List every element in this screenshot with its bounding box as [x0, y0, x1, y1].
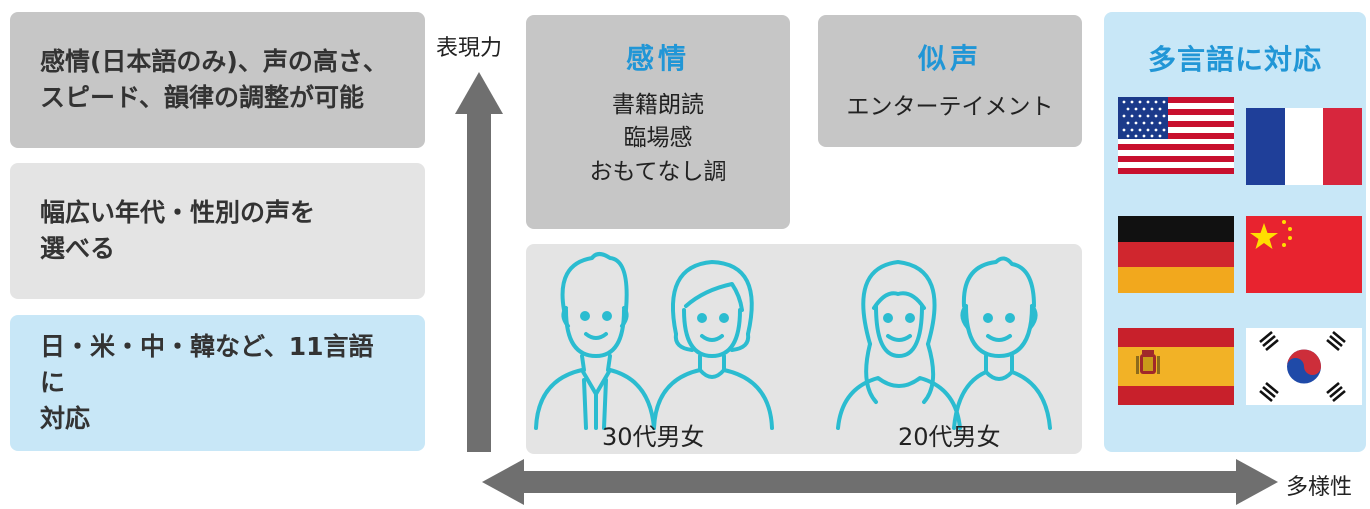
people-group-20s-label: 20代男女 [898, 423, 1001, 451]
imitation-card: 似声 エンターテイメント [818, 15, 1082, 147]
feature-box-adjustment: 感情(日本語のみ)、声の高さ、 スピード、韻律の調整が可能 [10, 12, 425, 148]
feature-box-languages: 日・米・中・韓など、11言語に 対応 [10, 315, 425, 451]
flag-france-icon [1246, 108, 1362, 185]
people-illustration [534, 252, 1052, 430]
emotion-card: 感情 書籍朗読 臨場感 おもてなし調 [526, 15, 790, 229]
emotion-card-title: 感情 [625, 42, 690, 75]
vertical-arrow [455, 72, 503, 452]
feature-text-line: 選べる [40, 234, 116, 263]
horizontal-arrow [482, 459, 1278, 505]
feature-text-line: 幅広い年代・性別の声を [40, 197, 316, 227]
woman-30s-icon [652, 260, 774, 430]
feature-box-voices: 幅広い年代・性別の声を 選べる [10, 163, 425, 299]
emotion-item: おもてなし調 [589, 158, 727, 185]
woman-20s-icon [836, 260, 962, 430]
feature-text-line: 感情(日本語のみ)、声の高さ、 [40, 46, 388, 76]
feature-text-line: 対応 [40, 404, 91, 434]
feature-text-line: 日・米・中・韓など、11言語に [40, 331, 374, 397]
flag-korea-icon [1246, 328, 1362, 405]
imitation-item: エンターテイメント [846, 94, 1054, 120]
man-30s-icon [534, 252, 656, 430]
x-axis-label: 多様性 [1286, 475, 1353, 500]
y-axis-label: 表現力 [436, 36, 503, 61]
flag-usa-icon [1118, 97, 1234, 174]
flag-china-icon [1246, 216, 1362, 293]
flag-germany-icon [1118, 216, 1234, 293]
people-card: 30代男女 20代男女 [526, 244, 1082, 454]
emotion-item: 臨場感 [623, 125, 693, 152]
emotion-item: 書籍朗読 [612, 92, 704, 118]
man-20s-icon [952, 256, 1052, 430]
imitation-card-title: 似声 [917, 42, 982, 75]
flag-spain-icon [1118, 328, 1234, 405]
people-group-30s-label: 30代男女 [602, 423, 705, 451]
feature-text-line: スピード、韻律の調整が可能 [40, 83, 365, 112]
multilingual-card-title: 多言語に対応 [1147, 43, 1322, 76]
